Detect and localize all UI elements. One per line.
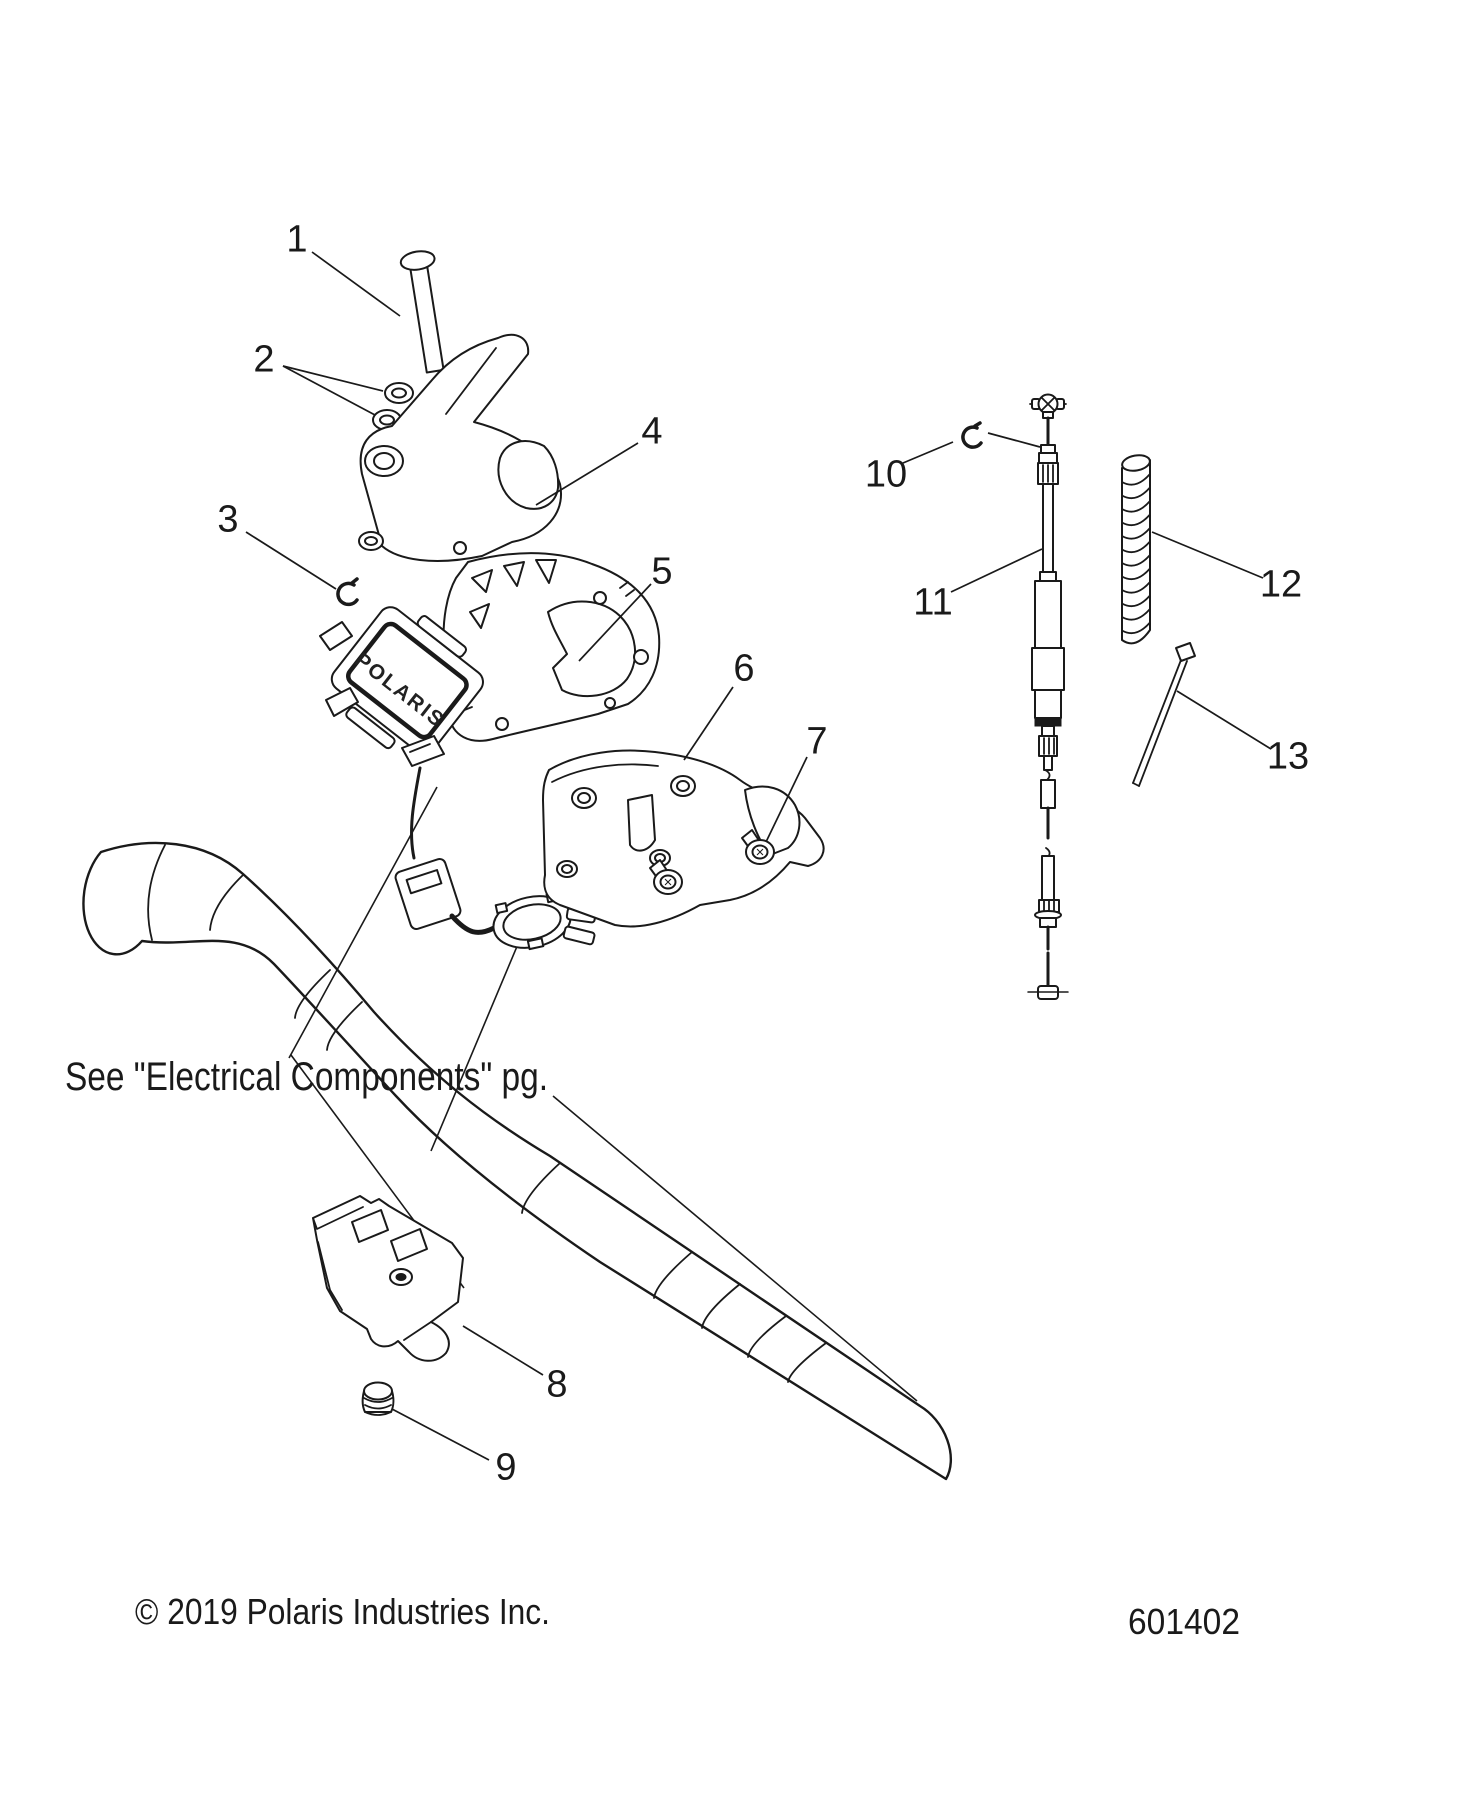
bar-segment-ring-1 — [521, 1162, 561, 1214]
callout-8: 8 — [546, 1363, 567, 1405]
grip-ring — [147, 844, 166, 941]
cable-tie — [1132, 642, 1196, 787]
leader-line-2 — [282, 365, 384, 392]
leader-line-2 — [282, 365, 376, 416]
callout-10: 10 — [865, 453, 907, 495]
spiral-coil-arc — [1121, 500, 1151, 513]
callout-7: 7 — [806, 720, 827, 762]
clamp-screw-2 — [649, 859, 683, 895]
cable-e-clip — [961, 421, 983, 449]
spiral-coil-arc — [1121, 554, 1151, 567]
part-number: 601402 — [1128, 1601, 1240, 1642]
handlebar-clamp — [542, 749, 825, 928]
callout-4: 4 — [641, 410, 662, 452]
leader-line-3 — [245, 531, 337, 590]
throttle-cable — [1027, 393, 1069, 1000]
e-clip-retainer — [336, 577, 359, 607]
leader-line-12 — [1151, 531, 1264, 579]
switch-paddle-1 — [319, 621, 353, 651]
leader-line-6 — [683, 686, 734, 761]
callout-3: 3 — [217, 498, 238, 540]
bar-sleeve-ring-2 — [326, 1001, 363, 1051]
spiral-coil-arc — [1121, 567, 1151, 581]
callout-2: 2 — [253, 338, 274, 380]
bar-segment-ring-5 — [787, 1342, 827, 1383]
leader-line-5 — [578, 583, 652, 662]
bar-segment-ring-4 — [747, 1315, 787, 1358]
electrical-components-note: See "Electrical Components" pg. — [65, 1055, 548, 1099]
bar-segment-ring-2 — [653, 1251, 693, 1299]
spiral-coil-arc — [1121, 540, 1151, 554]
bar-sleeve-ring-1 — [294, 969, 331, 1019]
leader-line-10 — [902, 441, 954, 464]
switch-paddle-2 — [325, 687, 359, 717]
leader-line-9 — [391, 1408, 490, 1461]
block-socket — [401, 735, 445, 767]
callout-12: 12 — [1260, 563, 1302, 605]
leader-line-1 — [311, 251, 401, 317]
switch-block: POLARIS — [319, 606, 484, 767]
throttle-housing — [442, 552, 661, 742]
callout-1: 1 — [286, 218, 307, 260]
throttle-lever-bracket — [358, 333, 562, 562]
rubber-plug — [361, 1381, 395, 1416]
spiral-coil-arc — [1121, 621, 1151, 635]
handlebar — [82, 841, 953, 1481]
callout-5: 5 — [651, 550, 672, 592]
copyright-text: © 2019 Polaris Industries Inc. — [135, 1591, 550, 1632]
grip-inner-ring — [209, 874, 244, 931]
mount-bracket — [312, 1195, 464, 1362]
spiral-coil-arc — [1121, 486, 1151, 500]
bar-segment-ring-3 — [701, 1283, 741, 1329]
spiral-coil-arc — [1121, 513, 1151, 527]
spiral-coil-arc — [1121, 473, 1151, 486]
spiral-coil-arc — [1121, 608, 1151, 621]
spiral-coil-arc — [1121, 527, 1151, 540]
callout-6: 6 — [733, 647, 754, 689]
clamp-screw-1 — [741, 829, 775, 865]
connector-housing — [394, 857, 462, 931]
callout-9: 9 — [495, 1446, 516, 1488]
clevis-pin — [399, 250, 445, 374]
leader-line-4 — [535, 442, 639, 506]
leader-line-11 — [950, 548, 1043, 593]
leader-line-13 — [1176, 690, 1272, 750]
spiral-coil-arc — [1121, 581, 1151, 594]
leader-line-7 — [765, 756, 808, 843]
leader-line-10 — [987, 432, 1041, 448]
callout-11: 11 — [913, 581, 952, 623]
spiral-wrap — [1121, 454, 1151, 645]
connector-stub-2 — [562, 925, 596, 946]
callout-13: 13 — [1267, 735, 1309, 777]
leader-line-8 — [462, 1325, 544, 1376]
spiral-coil-arc — [1121, 594, 1151, 608]
